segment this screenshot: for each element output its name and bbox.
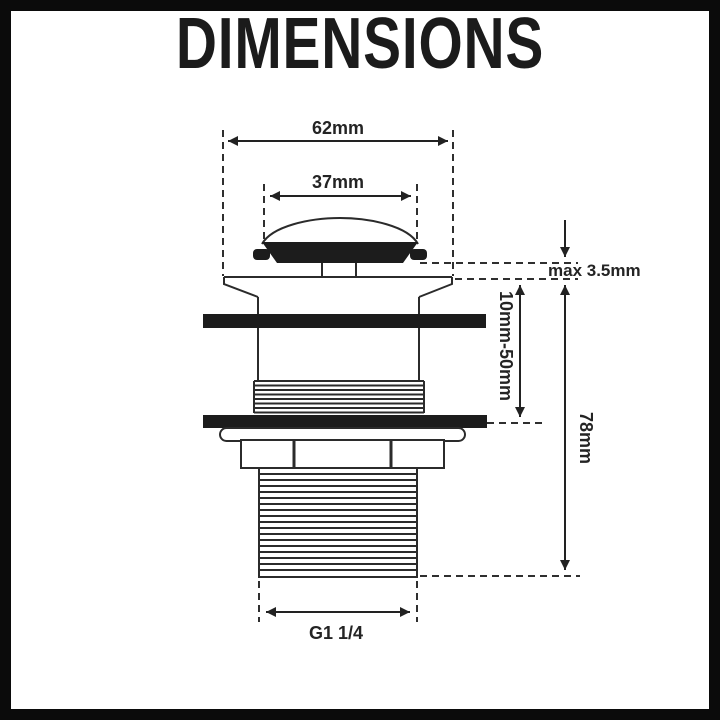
tail-thread-lines <box>259 473 417 571</box>
label-max35: max 3.5mm <box>548 261 641 280</box>
mounting-surfaces <box>203 314 487 428</box>
cap-dome-outline <box>261 216 419 245</box>
cap-edge-band <box>262 242 418 263</box>
label-g114: G1 1/4 <box>309 623 363 643</box>
fine-threads <box>253 380 425 414</box>
page-title: DIMENSIONS <box>175 4 545 84</box>
cap-left-tab <box>253 249 270 260</box>
drain-flange <box>223 276 453 381</box>
dimension-mount-range: 10mm-50mm <box>496 285 525 417</box>
washer-and-nut <box>219 427 466 469</box>
label-78: 78mm <box>576 412 596 464</box>
pop-up-cap <box>253 216 427 277</box>
upper-mount-bar <box>203 314 486 328</box>
extension-lines-top <box>222 130 454 276</box>
lower-mount-bar <box>203 415 487 428</box>
label-62mm: 62mm <box>312 118 364 138</box>
upper-thread-section <box>253 380 425 414</box>
label-37mm: 37mm <box>312 172 364 192</box>
flange-outline <box>223 276 453 298</box>
dimension-total-height: 78mm <box>560 285 596 570</box>
reference-lines-right <box>420 262 580 577</box>
dimension-cap-width: 37mm <box>270 172 411 201</box>
label-1050: 10mm-50mm <box>496 291 516 401</box>
dimension-flange-width: 62mm <box>228 118 448 146</box>
dimension-cap-clearance: max 3.5mm <box>548 220 641 280</box>
threaded-tail <box>258 467 418 578</box>
backnut <box>240 439 445 469</box>
cap-right-tab <box>410 249 427 260</box>
dimension-thread-size: G1 1/4 <box>258 581 418 643</box>
